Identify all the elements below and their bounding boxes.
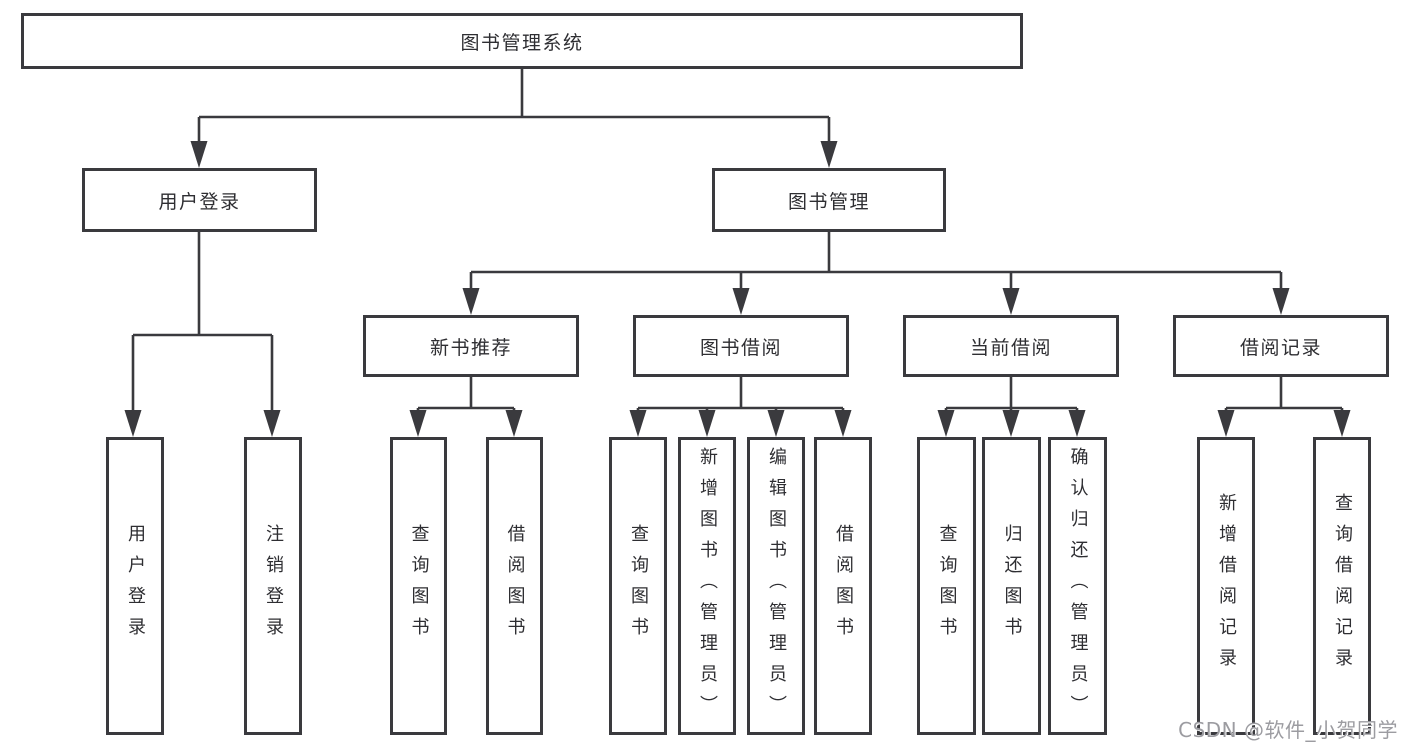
node-user-login: 用户登录	[82, 168, 317, 232]
node-user-login-label: 用户登录	[158, 190, 241, 213]
node-leaf-add-record-label: 新增借阅记录	[1216, 493, 1237, 679]
node-leaf-query-books-3-label: 查询图书	[936, 524, 958, 648]
node-leaf-logout: 注销登录	[244, 437, 302, 735]
node-leaf-user-login-label: 用户登录	[125, 524, 146, 648]
node-leaf-logout-label: 注销登录	[263, 524, 284, 648]
node-borrow-records: 借阅记录	[1173, 315, 1389, 377]
node-leaf-edit-books: 编辑图书（管理员）	[747, 437, 805, 735]
connector-root-branch	[190, 69, 838, 168]
connector-records-branch	[1217, 377, 1351, 437]
node-current-borrowing: 当前借阅	[903, 315, 1119, 377]
connector-new-books-branch	[409, 377, 523, 437]
node-book-borrowing: 图书借阅	[633, 315, 849, 377]
node-leaf-edit-books-label: 编辑图书（管理员）	[766, 446, 787, 726]
node-leaf-query-books-2-label: 查询图书	[628, 524, 649, 648]
connector-user-login-branch	[124, 232, 281, 437]
node-leaf-query-books-1: 查询图书	[390, 437, 447, 735]
node-borrow-records-label: 借阅记录	[1239, 336, 1322, 359]
node-library-system: 图书管理系统	[21, 13, 1023, 69]
node-leaf-query-books-1-label: 查询图书	[408, 524, 430, 648]
node-leaf-query-books-3: 查询图书	[917, 437, 976, 735]
node-leaf-add-record: 新增借阅记录	[1197, 437, 1255, 735]
node-leaf-confirm-return-label: 确认归还（管理员）	[1067, 446, 1089, 726]
csdn-watermark: CSDN @软件_小贺同学	[1178, 718, 1398, 742]
node-book-management-label: 图书管理	[787, 190, 870, 213]
node-leaf-borrow-books-1: 借阅图书	[486, 437, 543, 735]
node-book-borrowing-label: 图书借阅	[699, 336, 782, 359]
node-new-book-recommend-label: 新书推荐	[429, 336, 512, 359]
connector-current-borrow-branch	[937, 377, 1086, 437]
node-leaf-add-books: 新增图书（管理员）	[678, 437, 736, 735]
node-leaf-return-books-label: 归还图书	[1001, 524, 1023, 648]
node-leaf-query-record-label: 查询借阅记录	[1332, 493, 1353, 679]
node-leaf-return-books: 归还图书	[982, 437, 1041, 735]
node-leaf-borrow-books-2: 借阅图书	[814, 437, 872, 735]
node-leaf-query-books-2: 查询图书	[609, 437, 667, 735]
node-leaf-borrow-books-2-label: 借阅图书	[833, 524, 854, 648]
connector-book-mgmt-branch	[462, 232, 1290, 315]
node-new-book-recommend: 新书推荐	[363, 315, 579, 377]
node-current-borrowing-label: 当前借阅	[969, 336, 1052, 359]
node-library-system-label: 图书管理系统	[460, 31, 584, 54]
connector-book-borrow-branch	[629, 377, 852, 437]
node-leaf-user-login: 用户登录	[106, 437, 164, 735]
node-leaf-confirm-return: 确认归还（管理员）	[1048, 437, 1107, 735]
node-book-management: 图书管理	[712, 168, 946, 232]
node-leaf-borrow-books-1-label: 借阅图书	[504, 524, 526, 648]
node-leaf-add-books-label: 新增图书（管理员）	[697, 446, 718, 726]
node-leaf-query-record: 查询借阅记录	[1313, 437, 1371, 735]
